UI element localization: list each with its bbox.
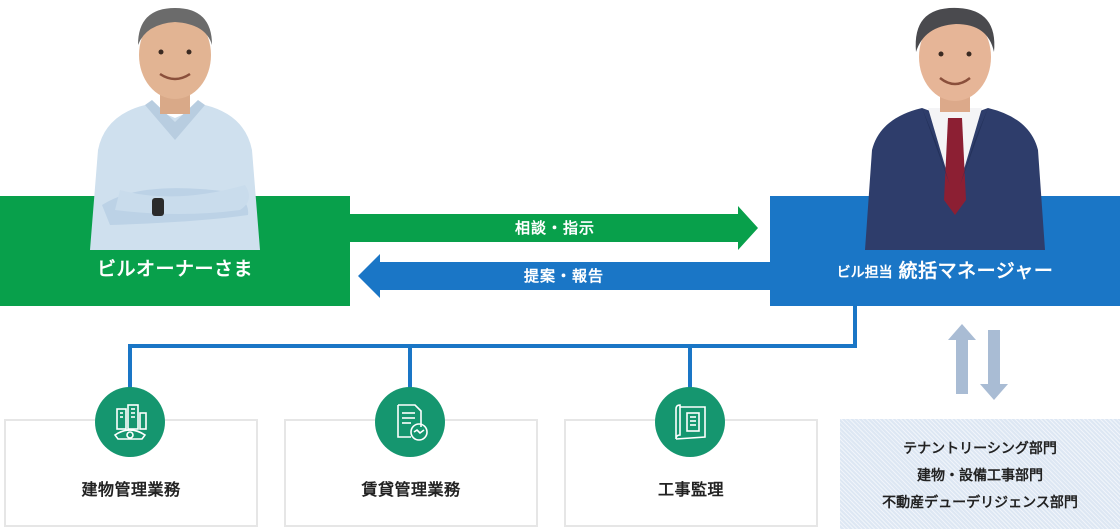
connector-horizontal [128, 344, 857, 348]
manager-label: ビル担当統括マネージャー [770, 256, 1120, 283]
connector-drop-1 [128, 344, 132, 388]
service-label-building-management: 建物管理業務 [81, 480, 181, 499]
blueprint-icon [655, 387, 725, 457]
service-label-leasing-management: 賃貸管理業務 [361, 480, 461, 499]
arrow-to-manager-label: 相談・指示 [514, 219, 595, 237]
department-due-diligence: 不動産デューデリジェンス部門 [882, 495, 1078, 511]
connector-vertical-manager [853, 306, 857, 348]
department-building-construction: 建物・設備工事部門 [917, 468, 1043, 484]
owner-person-illustration [90, 8, 260, 250]
up-down-arrows-icon [948, 324, 1008, 400]
departments-box [840, 419, 1120, 529]
arrow-to-owner-label: 提案・報告 [523, 267, 604, 285]
manager-person-illustration [865, 7, 1045, 250]
service-label-construction-supervision: 工事監理 [657, 480, 724, 499]
building-gear-icon [95, 387, 165, 457]
service-box-building-management [4, 419, 258, 527]
document-handshake-icon [375, 387, 445, 457]
connector-drop-3 [688, 344, 692, 388]
department-tenant-leasing: テナントリーシング部門 [903, 441, 1057, 457]
owner-label: ビルオーナーさま [96, 258, 253, 280]
manager-title: 統括マネージャー [898, 260, 1054, 282]
connector-drop-2 [408, 344, 412, 388]
arrow-to-manager [350, 206, 758, 250]
manager-prefix: ビル担当 [836, 265, 893, 281]
arrow-to-owner [358, 254, 770, 298]
